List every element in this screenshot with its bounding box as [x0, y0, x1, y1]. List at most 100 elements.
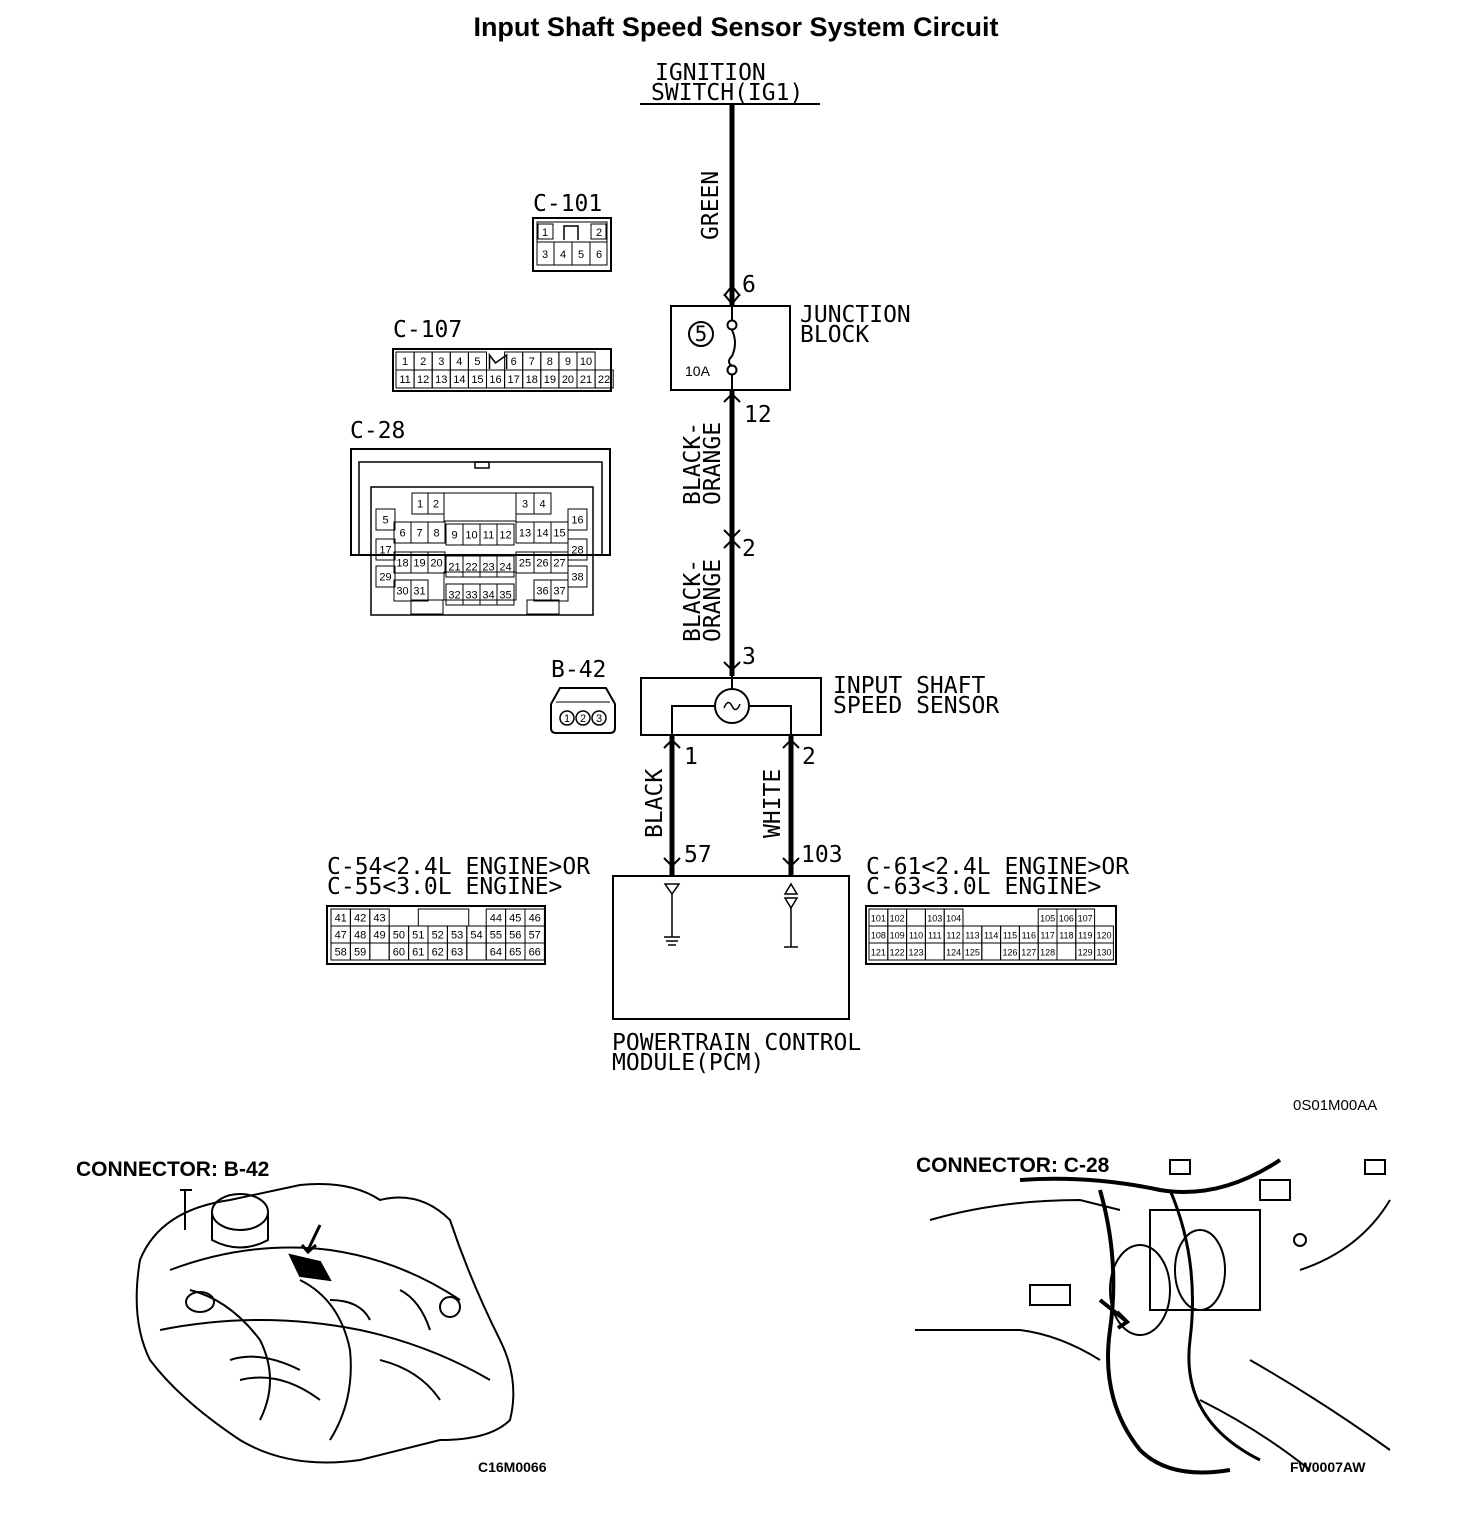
- c107-pin: 11: [399, 374, 410, 386]
- c61-pin: 123: [908, 948, 923, 958]
- c28-pin: 37: [553, 586, 565, 598]
- c54-pin: 55: [490, 930, 502, 942]
- c54-label-line2: C-55<3.0L ENGINE>: [327, 874, 562, 900]
- c28-cell: [375, 538, 396, 561]
- c28-cell: [550, 551, 569, 574]
- c107-cell: [594, 369, 614, 389]
- c107-pin: 10: [580, 356, 592, 368]
- pcm-label-line2: MODULE(PCM): [612, 1050, 764, 1076]
- pcm-label-line1: POWERTRAIN CONTROL: [612, 1030, 861, 1056]
- c107-pin: 19: [544, 374, 556, 386]
- c54-pin: 51: [412, 930, 424, 942]
- junction-label-line1: JUNCTION: [800, 302, 911, 328]
- b42-label: B-42: [551, 657, 606, 683]
- terminal-6: 6: [742, 272, 756, 298]
- terminal-103: 103: [801, 842, 843, 868]
- c54-pin: 59: [354, 947, 366, 959]
- c28-housing: [526, 599, 560, 615]
- c28-pin: 16: [571, 515, 583, 527]
- c61-pin: 119: [1078, 931, 1092, 941]
- c61-cell: [1056, 942, 1077, 961]
- main-wire: [723, 104, 741, 676]
- c28-pin: 30: [396, 586, 408, 598]
- c28-pin: 5: [382, 515, 388, 527]
- c61-pin: 128: [1040, 948, 1055, 958]
- c61-pin: 130: [1096, 948, 1111, 958]
- c61-pin: 114: [984, 931, 998, 941]
- c61-pin: 102: [890, 914, 905, 924]
- c61-cell: [981, 942, 1002, 961]
- terminal-12: 12: [744, 402, 772, 428]
- wire-black-orange-1-line1: BLACK-: [680, 422, 706, 505]
- c61-pin: 125: [965, 948, 980, 958]
- fuse-rating: 10A: [685, 363, 711, 379]
- c28-pin: 15: [553, 528, 565, 540]
- c28-cell: [567, 538, 588, 561]
- c101-pin: 5: [578, 249, 584, 261]
- c28-housing: [443, 571, 517, 601]
- c28-cell: [550, 521, 569, 544]
- c61-pin: 109: [890, 931, 905, 941]
- location-code-b42: C16M0066: [478, 1459, 547, 1475]
- c54-cell: [466, 942, 487, 961]
- c107-pin: 14: [453, 374, 465, 386]
- c101-pin: 1: [542, 227, 548, 239]
- c28-cell: [567, 565, 588, 588]
- c54-pin: 46: [529, 913, 541, 925]
- c54-pin: 44: [490, 913, 502, 925]
- c54-pin: 47: [335, 930, 347, 942]
- c61-pin: 124: [946, 948, 961, 958]
- c101-pin: 2: [596, 227, 602, 239]
- c61-pin: 103: [927, 914, 942, 924]
- c61-pin: 117: [1040, 931, 1054, 941]
- wire-black-orange-2-line2: ORANGE: [700, 559, 726, 642]
- wire-green-label: GREEN: [698, 171, 724, 240]
- c107-pin: 16: [489, 374, 501, 386]
- c28-pin: 19: [413, 558, 425, 570]
- c107-key-mark: [488, 352, 508, 369]
- c107-pin: 4: [456, 356, 462, 368]
- c107-pin: 21: [580, 374, 592, 386]
- transaxle-illustration: [135, 1183, 515, 1464]
- c107-pin: 22: [598, 374, 610, 386]
- ignition-label-line2: SWITCH(IG1): [651, 80, 803, 106]
- c28-pin: 9: [451, 530, 457, 542]
- terminal-2: 2: [742, 536, 756, 562]
- c28-pin: 13: [519, 528, 531, 540]
- c61-pin: 107: [1078, 914, 1093, 924]
- c61-pin: 126: [1002, 948, 1017, 958]
- c28-pin: 33: [465, 590, 477, 602]
- wire-black-orange-2-line1: BLACK-: [680, 559, 706, 642]
- c28-pin: 2: [433, 499, 439, 511]
- c107-pin: 9: [565, 356, 571, 368]
- c61-label-line2: C-63<3.0L ENGINE>: [866, 874, 1101, 900]
- terminal-3: 3: [742, 644, 756, 670]
- c61-pin: 118: [1059, 931, 1073, 941]
- c54-pin: 63: [451, 947, 463, 959]
- ignition-switch: IGNITION SWITCH(IG1): [640, 60, 820, 106]
- b42-pin: 1: [564, 713, 570, 725]
- wire-black-orange-1-line2: ORANGE: [700, 422, 726, 505]
- c54-pin: 58: [335, 947, 347, 959]
- c28-pin: 18: [396, 558, 408, 570]
- c61-label-line1: C-61<2.4L ENGINE>OR: [866, 854, 1129, 880]
- diagram-title: Input Shaft Speed Sensor System Circuit: [473, 12, 998, 42]
- c54-cell: [369, 942, 390, 961]
- terminal-57: 57: [684, 842, 712, 868]
- c28-pin: 29: [379, 572, 391, 584]
- c107-pin: 20: [562, 374, 574, 386]
- location-label-b42: CONNECTOR: B-42: [76, 1158, 269, 1181]
- c28-cell: [533, 492, 552, 515]
- c28-housing: [410, 599, 444, 615]
- c61-pin: 111: [928, 931, 942, 941]
- c28-pin: 25: [519, 558, 531, 570]
- c107-pin: 18: [526, 374, 538, 386]
- c28-pin: 34: [482, 590, 494, 602]
- c54-pin: 41: [335, 913, 347, 925]
- c28-pin: 11: [483, 530, 494, 542]
- sensor-label-line1: INPUT SHAFT: [833, 673, 985, 699]
- junction-block: 5 10A: [670, 305, 791, 391]
